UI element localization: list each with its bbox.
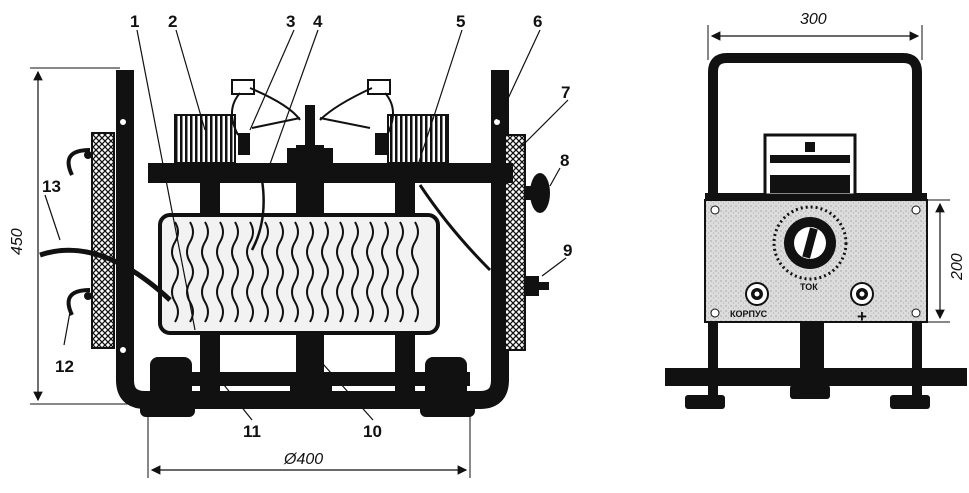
upper-beam [148,163,513,183]
front-base-beam [665,368,967,386]
foot-center [290,375,332,405]
label-ground: КОРПУС [730,309,768,319]
side-panel-left [91,132,115,349]
dim-diameter: Ø400 [283,451,323,468]
side-panel-right [504,134,526,351]
side-view: 1 2 3 4 5 6 7 8 9 10 11 12 13 450 Ø400 [9,12,572,478]
callout-8: 8 [560,151,569,170]
callout-5: 5 [456,12,465,31]
callout-9: 9 [563,241,572,260]
dim-height-left: 450 [9,228,26,255]
label-current: ТОК [800,282,818,292]
regulator-knob [530,173,550,213]
callout-10: 10 [363,422,382,441]
callout-6: 6 [533,12,542,31]
transformer-coil [158,213,440,335]
coil-windings [171,221,419,323]
callout-1: 1 [130,12,139,31]
callout-3: 3 [286,12,295,31]
dim-height-right: 200 [949,253,966,281]
callout-7: 7 [561,83,570,102]
label-plus: + [857,307,867,326]
callout-4: 4 [313,12,323,31]
cable-13 [39,247,172,302]
current-dial[interactable] [772,205,848,281]
dim-width-right: 300 [800,11,827,28]
front-view: ТОК КОРПУС + 300 200 [665,11,967,409]
output-terminal [525,276,539,296]
socket-plus[interactable] [850,282,874,306]
callout-13: 13 [42,177,61,196]
front-frame [708,53,922,200]
rectifier-block-right [387,114,449,164]
socket-ground[interactable] [745,282,769,306]
callout-12: 12 [55,357,74,376]
rectifier-block-left [174,114,236,164]
callout-11: 11 [243,422,261,441]
callout-2: 2 [168,12,177,31]
